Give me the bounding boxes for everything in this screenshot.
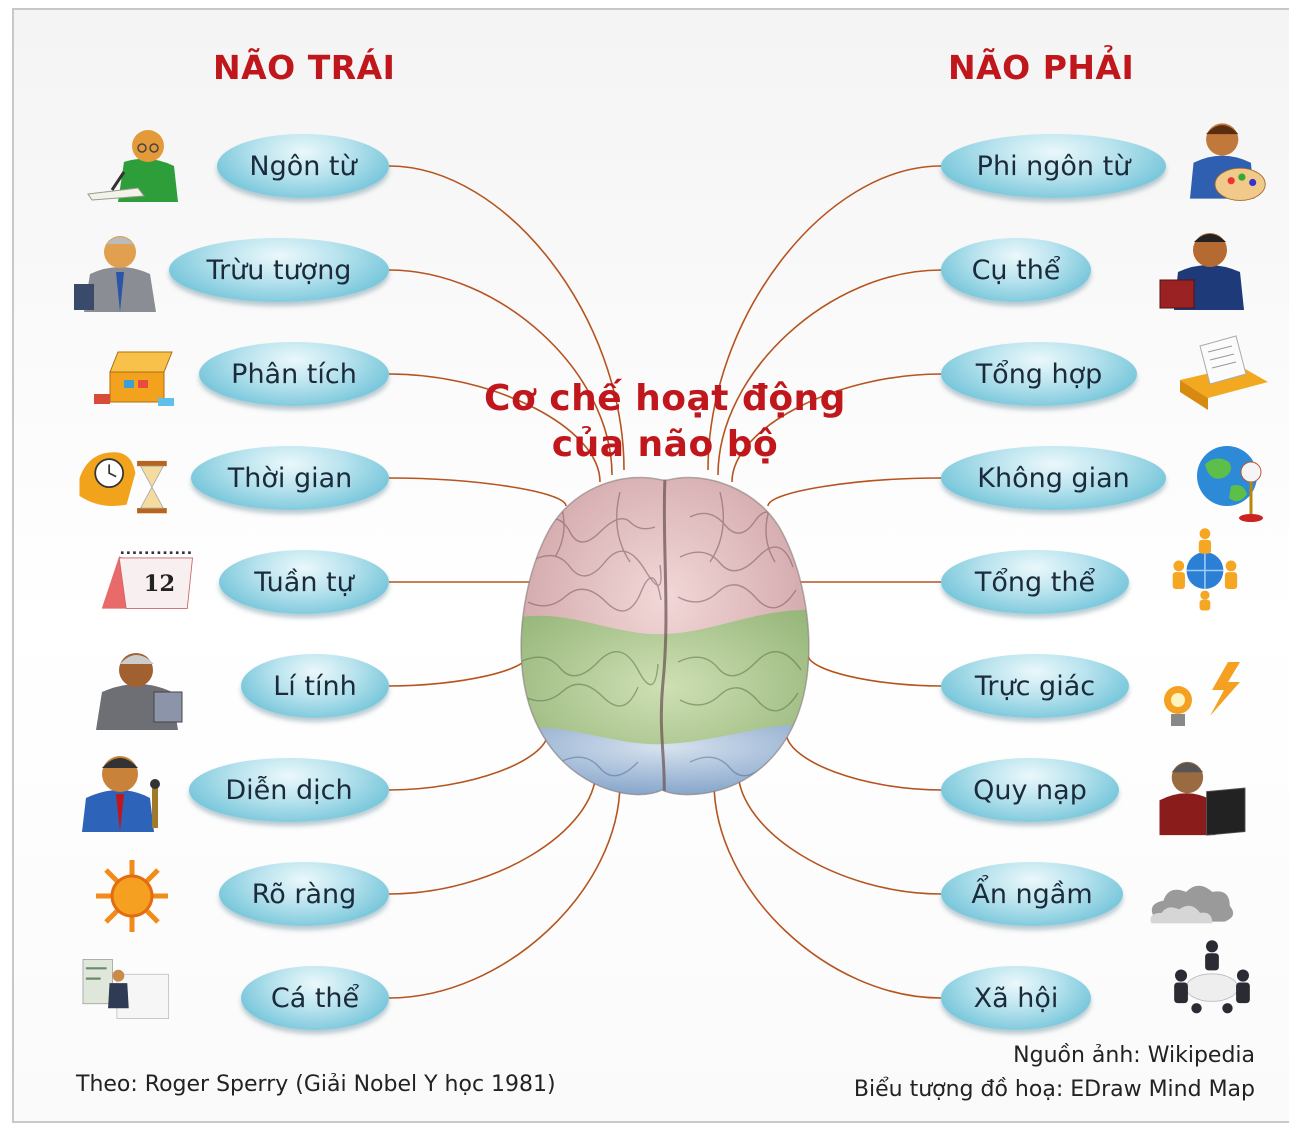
right-brain-heading: NÃO PHẢI: [948, 48, 1135, 87]
image-source-note: Nguồn ảnh: Wikipedia: [1013, 1043, 1255, 1068]
connector-right: [731, 373, 942, 483]
businessman-briefcase-icon: [1159, 233, 1244, 310]
icon-source-note: Biểu tượng đồ hoạ: EDraw Mind Map: [853, 1077, 1255, 1102]
team-meeting-icon: [1174, 940, 1250, 1014]
node-an-ngam[interactable]: Ẩn ngầm: [941, 862, 1123, 926]
connector-left: [388, 165, 625, 471]
node-truu-tuong[interactable]: Trừu tượng: [169, 238, 389, 302]
connector-right: [717, 269, 942, 476]
person-writing-icon: [87, 130, 178, 202]
node-cu-the[interactable]: Cụ thể: [941, 238, 1091, 302]
node-phi-ngon-tu[interactable]: Phi ngôn từ: [941, 134, 1166, 198]
node-tong-hop[interactable]: Tổng hợp: [941, 342, 1137, 406]
title-line-2: của não bộ: [551, 424, 779, 465]
left-brain-heading: NÃO TRÁI: [213, 48, 396, 87]
globe-compass-icon: [1197, 446, 1263, 522]
professor-book-icon: [96, 653, 183, 730]
toolbox-icon: [94, 351, 174, 406]
connector-right: [767, 477, 942, 507]
node-tong-the[interactable]: Tổng thể: [941, 550, 1129, 614]
sun-icon: [96, 860, 168, 932]
svg-text:12: 12: [144, 571, 176, 597]
connector-right: [707, 165, 942, 471]
node-ngon-tu[interactable]: Ngôn từ: [217, 134, 389, 198]
node-ca-the[interactable]: Cá thể: [241, 966, 389, 1030]
connector-right: [785, 731, 942, 791]
man-ledger-icon: [1159, 761, 1246, 836]
presenter-whiteboard-icon: [82, 959, 169, 1019]
calendar-icon: 12: [101, 551, 193, 609]
node-thoi-gian[interactable]: Thời gian: [191, 446, 389, 510]
connector-left: [388, 269, 613, 476]
diagram-title: Cơ chế hoạt động của não bộ: [420, 376, 910, 468]
node-truc-giac[interactable]: Trực giác: [941, 654, 1129, 718]
brain-illustration: [520, 476, 810, 796]
connector-left: [388, 781, 621, 999]
speaker-podium-icon: [82, 756, 160, 832]
node-ro-rang[interactable]: Rõ ràng: [219, 862, 389, 926]
connector-left: [388, 731, 549, 791]
artist-palette-icon: [1189, 123, 1266, 201]
source-credit: Theo: Roger Sperry (Giải Nobel Y học 198…: [76, 1072, 556, 1097]
document-tray-icon: [1180, 335, 1268, 410]
connector-left: [388, 769, 597, 895]
node-xa-hoi[interactable]: Xã hội: [941, 966, 1091, 1030]
clouds-icon: [1150, 885, 1234, 924]
connector-right: [807, 654, 942, 687]
node-li-tinh[interactable]: Lí tính: [241, 654, 389, 718]
node-tuan-tu[interactable]: Tuần tự: [219, 550, 389, 614]
node-dien-dich[interactable]: Diễn dịch: [189, 758, 389, 822]
lightbulb-lightning-icon: [1164, 662, 1240, 726]
businessman-folder-icon: [74, 236, 156, 312]
connector-left: [388, 373, 601, 483]
people-globe-icon: [1172, 528, 1238, 611]
connector-right: [737, 769, 942, 895]
clock-hourglass-icon: [79, 452, 167, 514]
node-quy-nap[interactable]: Quy nạp: [941, 758, 1119, 822]
connector-right: [713, 781, 942, 999]
node-khong-gian[interactable]: Không gian: [941, 446, 1166, 510]
connector-left: [388, 477, 567, 507]
title-line-1: Cơ chế hoạt động: [484, 378, 846, 419]
node-phan-tich[interactable]: Phân tích: [199, 342, 389, 406]
